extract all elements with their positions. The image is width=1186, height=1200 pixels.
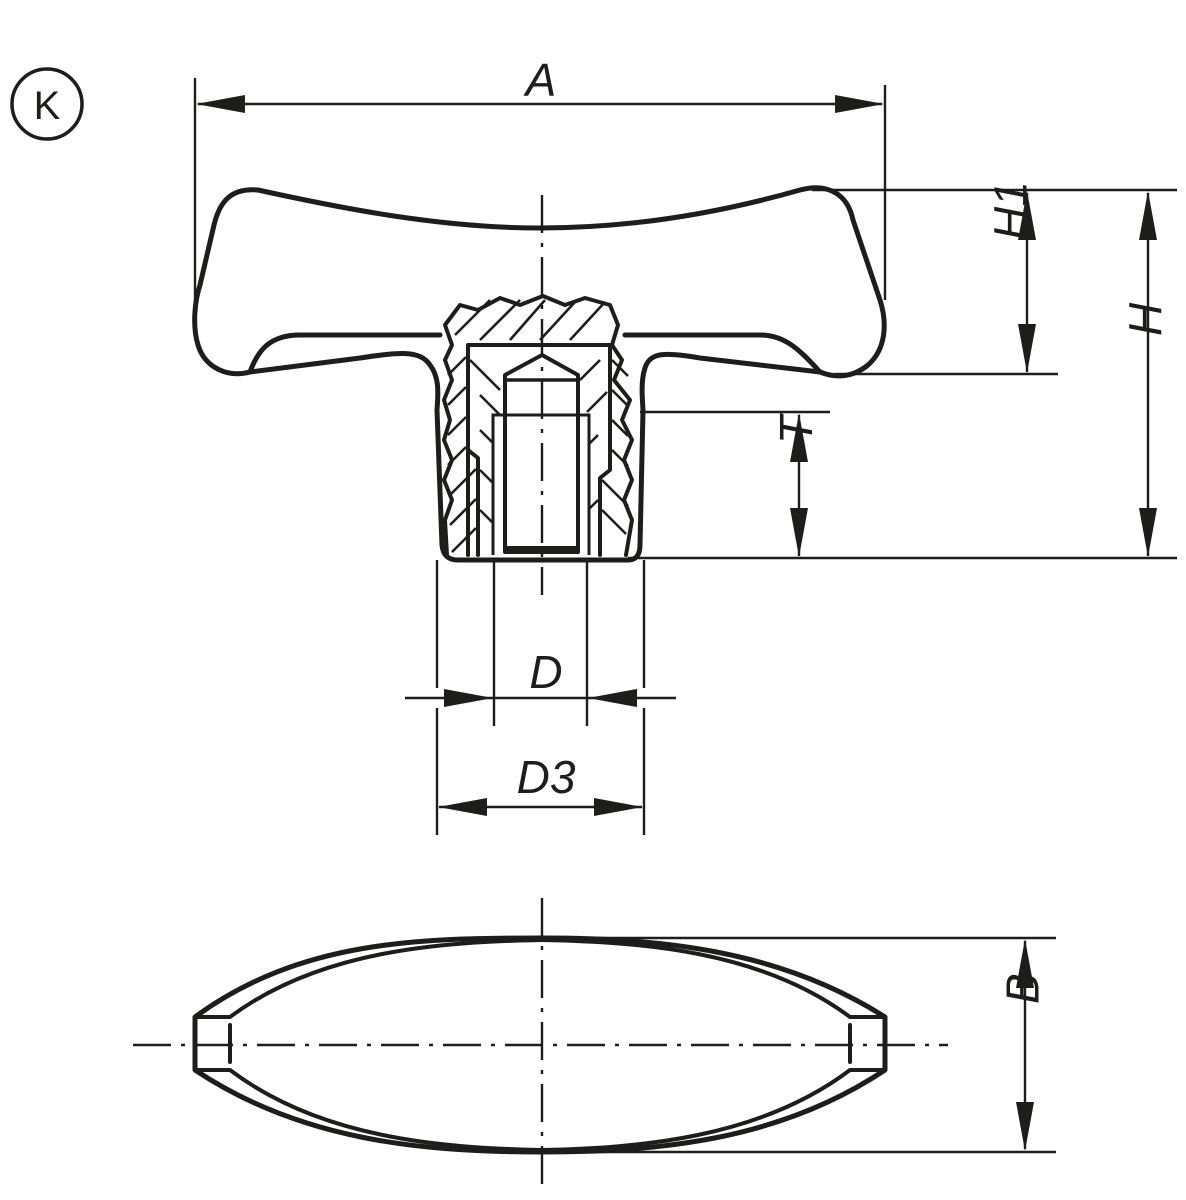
insert-body	[466, 343, 612, 557]
knob-wing-outline	[192, 185, 887, 379]
insert-left-step	[466, 448, 480, 557]
variant-mark-label: K	[34, 84, 61, 128]
dimension-a: A	[193, 54, 887, 320]
dimension-label-h: H	[1119, 302, 1171, 336]
threaded-bore	[503, 353, 580, 554]
knob-stem-outline	[434, 407, 646, 563]
top-view-chamfer-lower	[195, 1068, 544, 1152]
insert-knurled-outline	[442, 294, 634, 557]
dimension-d: D	[405, 560, 676, 835]
top-view-chamfer-upper-right	[540, 938, 885, 1019]
dimension-h: H	[1119, 191, 1171, 557]
dimension-label-d3: D3	[517, 751, 576, 803]
top-view: B	[133, 898, 1056, 1190]
front-section-view: A H1 H T	[192, 54, 1177, 835]
dimension-h1: H1	[985, 181, 1037, 373]
variant-mark-k: K	[10, 67, 84, 141]
dimension-label-a: A	[523, 54, 557, 106]
dimension-b: B	[560, 936, 1056, 1154]
top-view-chamfer-upper	[195, 938, 544, 1019]
dimension-label-h1: H1	[985, 181, 1037, 240]
knob-underside-right	[639, 351, 823, 413]
dimension-d3: D3	[438, 751, 643, 816]
knob-underside-left	[247, 351, 441, 413]
top-view-chamfer-lower-right	[540, 1068, 885, 1152]
dimension-t: T	[770, 413, 822, 557]
dimension-label-t: T	[770, 413, 822, 444]
dimension-label-b: B	[997, 973, 1049, 1004]
dimension-label-d: D	[529, 646, 562, 698]
section-hatching	[447, 299, 629, 553]
